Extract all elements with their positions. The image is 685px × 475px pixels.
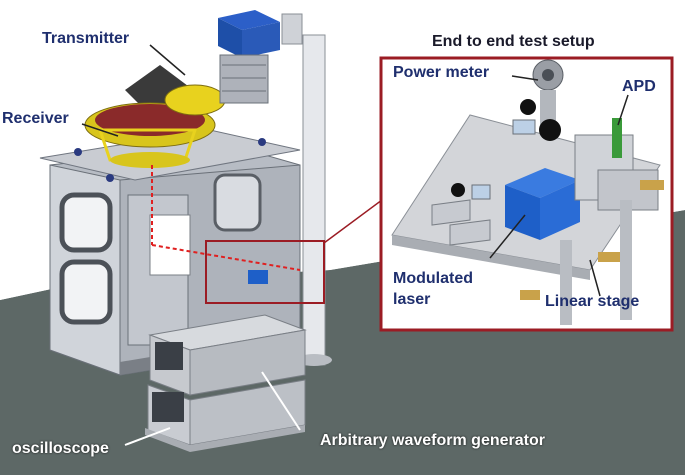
power-meter-label: Power meter	[393, 64, 490, 81]
awg-arrow	[261, 371, 301, 431]
arbitrary-waveform-generator-label: Arbitrary waveform generator	[320, 432, 545, 449]
oscilloscope-label: oscilloscope	[12, 440, 109, 457]
oscilloscope-arrow	[124, 427, 171, 446]
modulated-laser-label-line2: laser	[393, 291, 431, 308]
callout-line	[323, 199, 383, 244]
highlight-box	[205, 240, 325, 304]
chamber-window-upper	[59, 192, 113, 253]
test-chamber	[39, 129, 301, 376]
detail-illustration	[391, 59, 664, 325]
oscilloscope-unit	[145, 379, 306, 452]
apd-arrow	[617, 94, 629, 126]
power-meter-arrow	[511, 75, 539, 81]
transmitter-arrow	[149, 44, 186, 76]
transmitter-label: Transmitter	[42, 30, 130, 47]
blue-electronics-unit	[218, 10, 280, 104]
linear-stage-arrow	[589, 259, 601, 297]
waveform-generator	[148, 314, 307, 396]
receiver-label: Receiver	[2, 110, 69, 127]
receiver-arrow	[81, 123, 119, 137]
panel-title: End to end test setup	[432, 33, 595, 50]
apd-label: APD	[622, 78, 656, 95]
laser-path	[151, 165, 301, 271]
modulated-laser-label-line1: Modulated	[393, 270, 473, 287]
laser-arrow	[489, 214, 526, 259]
support-pole	[281, 13, 332, 366]
linear-stage-label: Linear stage	[545, 293, 640, 310]
chamber-window-lower	[59, 259, 113, 325]
